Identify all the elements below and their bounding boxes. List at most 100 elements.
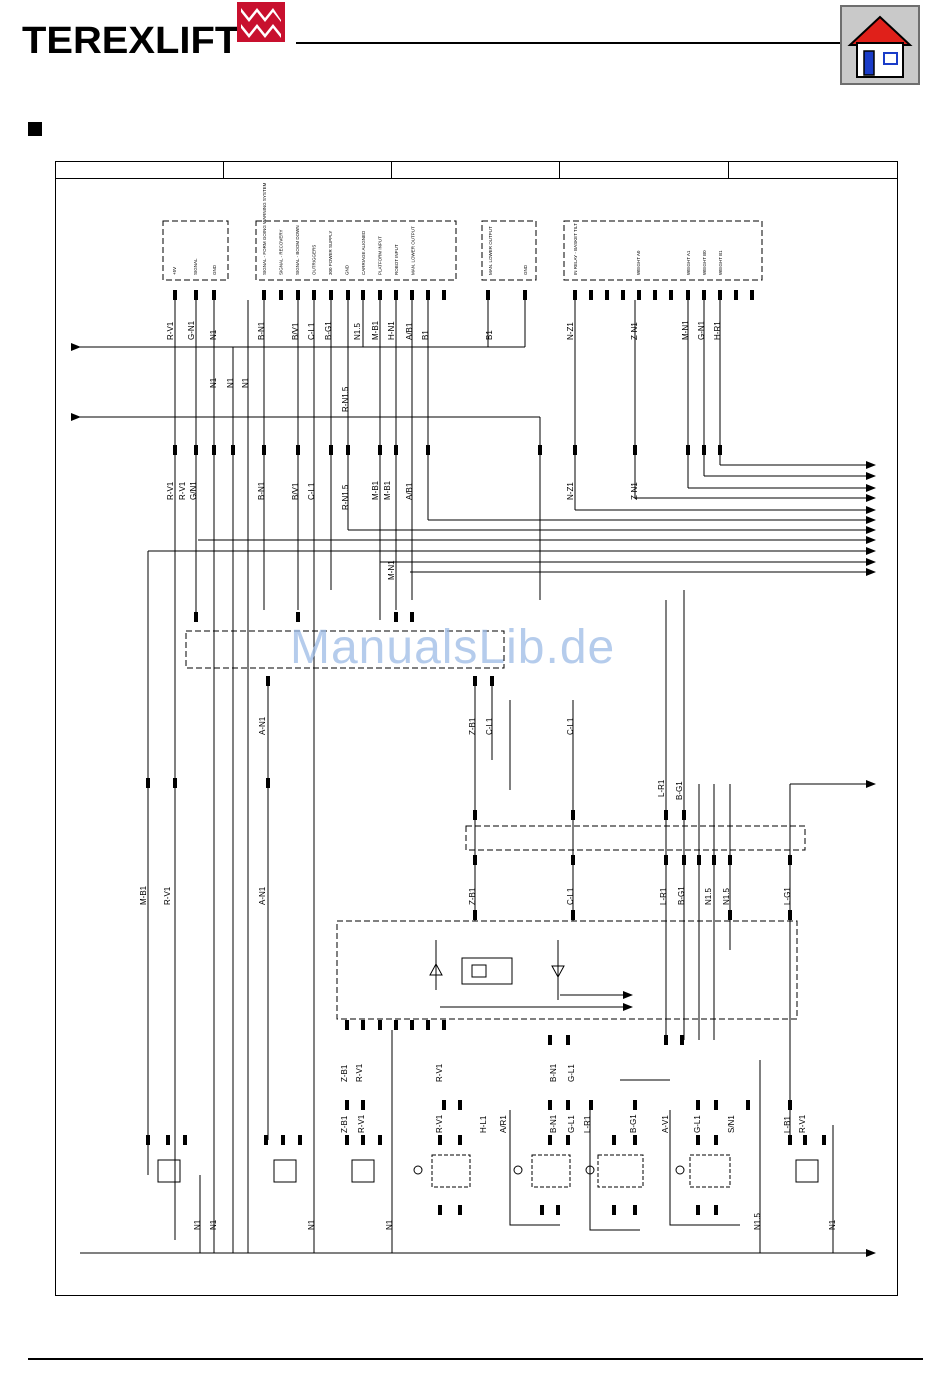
wire-label: A/R1	[499, 1115, 508, 1133]
control-unit-box	[336, 920, 798, 1020]
connector-pin-label: GND	[523, 264, 528, 275]
connector-pin-label: SIGNAL - RECOVERY	[279, 229, 284, 275]
connector-pin-label: PLATFORM INPUT	[378, 236, 383, 275]
valve-group-2	[531, 1154, 571, 1188]
wire-label: R-N1.5	[341, 484, 350, 510]
header-rule	[296, 42, 842, 44]
wire-label: R-V1	[166, 481, 175, 500]
frame-cell	[392, 161, 560, 179]
wire-label: B-G1	[324, 321, 333, 340]
terex-lift-logo: TEREXLIFT	[22, 20, 239, 62]
wire-label: N1.5	[353, 323, 362, 340]
wire-label: M-B1	[139, 885, 148, 905]
connector-pin-label: GND	[212, 264, 217, 275]
wire-label: H-R1	[713, 321, 722, 340]
wire-label: M-B1	[371, 480, 380, 500]
wire-label: N-Z1	[566, 482, 575, 500]
drawing-frame	[55, 161, 898, 1296]
crown-logo-icon	[237, 2, 285, 42]
wire-label: M-B1	[383, 480, 392, 500]
wire-label: R-V1	[798, 1114, 807, 1133]
wire-label: C-L1	[307, 482, 316, 500]
connector-box-2	[255, 220, 457, 281]
connector-pin-label: MAN. LOWER OUTPUT	[488, 226, 493, 275]
sensor-4	[795, 1159, 819, 1183]
connector-pin-label: WEIGHT A1	[686, 250, 691, 275]
connector-box-1	[162, 220, 229, 281]
wire-label: A-N1	[258, 716, 267, 735]
connector-pin-label: IN RELAY - BASKET TILT	[573, 223, 578, 275]
wire-label: R-V1	[435, 1114, 444, 1133]
home-button[interactable]	[840, 5, 920, 85]
connector-box-3	[481, 220, 537, 281]
wire-label: A-V1	[661, 1115, 670, 1133]
wire-label: Z-B1	[468, 887, 477, 905]
wire-label: L-R1	[659, 887, 668, 905]
wire-label: B/V1	[291, 482, 300, 500]
wire-label: B-N1	[549, 1063, 558, 1082]
valve-group-1	[431, 1154, 471, 1188]
wire-label: M-N1	[681, 320, 690, 340]
connector-pin-label: WEIGHT A0	[636, 250, 641, 275]
wire-label: N1	[241, 377, 250, 388]
section-bullet	[28, 122, 42, 136]
connector-pin-label: SIGNAL - BOOM DOWN	[295, 225, 300, 275]
wire-label: N1	[307, 1219, 316, 1230]
wire-label: B-G1	[629, 1114, 638, 1133]
wire-label: G-N1	[697, 320, 706, 340]
connector-pin-label: 300 POWER SUPPLY	[328, 231, 333, 275]
wire-label: N1	[209, 1219, 218, 1230]
connector-box-4	[563, 220, 763, 281]
wire-label: B1	[421, 330, 430, 340]
wire-label: H-L1	[479, 1115, 488, 1133]
wire-label: B-N1	[549, 1114, 558, 1133]
wire-label: A/B1	[405, 322, 414, 340]
footer-rule	[28, 1358, 923, 1360]
frame-cell	[560, 161, 729, 179]
wire-label: M-B1	[371, 320, 380, 340]
wire-label: G-N1	[187, 320, 196, 340]
wire-label: A-N1	[258, 886, 267, 905]
wire-label: C-L1	[566, 717, 575, 735]
wire-label: Z-B1	[468, 717, 477, 735]
wire-label: Z-N1	[630, 482, 639, 500]
wire-label: Z-N1	[630, 322, 639, 340]
wire-label: R-V1	[163, 886, 172, 905]
sensor-3	[351, 1159, 375, 1183]
connector-pin-label: WEIGHT B0	[702, 250, 707, 275]
wire-label: R-V1	[355, 1063, 364, 1082]
sensor-2	[273, 1159, 297, 1183]
connector-pin-label: SIGNAL	[193, 258, 198, 275]
wire-label: N1.5	[704, 888, 713, 905]
wire-label: R-V1	[166, 321, 175, 340]
wire-label: R-N1.5	[341, 386, 350, 412]
wire-label: H-N1	[387, 321, 396, 340]
frame-title-strip	[55, 161, 898, 179]
wire-label: Z-B1	[340, 1064, 349, 1082]
connector-pin-label: CARRIAGE ALIGNED	[361, 230, 366, 275]
watermark: ManualsLib.de	[290, 621, 616, 674]
wire-label: N1	[226, 377, 235, 388]
wire-label: N1	[193, 1219, 202, 1230]
wire-label: G/N1	[189, 481, 198, 500]
valve-group-4	[689, 1154, 731, 1188]
frame-cell	[224, 161, 392, 179]
wire-label: Z-B1	[340, 1115, 349, 1133]
relay-coil	[461, 957, 513, 985]
module-box-mid	[185, 630, 505, 669]
wire-label: N1	[209, 377, 218, 388]
wire-label: B1	[485, 330, 494, 340]
wire-label: N1	[385, 1219, 394, 1230]
wire-label: G-L1	[567, 1064, 576, 1082]
wire-label: B/V1	[291, 322, 300, 340]
connector-pin-label: GND	[345, 264, 350, 275]
wire-label: N1	[209, 329, 218, 340]
wire-label: B-G1	[675, 781, 684, 800]
wire-label: A/B1	[405, 482, 414, 500]
wire-label: N1.5	[753, 1213, 762, 1230]
wire-label: G-L1	[567, 1115, 576, 1133]
wire-label: L-G1	[783, 887, 792, 905]
connector-pin-label: OUTRIGGERS	[312, 245, 317, 275]
